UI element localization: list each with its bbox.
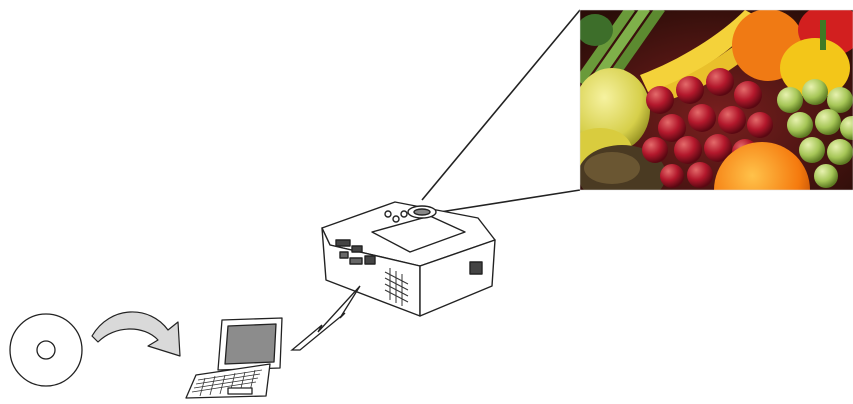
cd-disc-icon xyxy=(10,314,82,386)
projection-beam xyxy=(422,10,580,212)
lightning-bolt-icon xyxy=(292,286,360,350)
projected-image xyxy=(568,4,853,238)
curved-arrow-icon xyxy=(92,312,180,356)
laptop-icon xyxy=(186,318,282,398)
